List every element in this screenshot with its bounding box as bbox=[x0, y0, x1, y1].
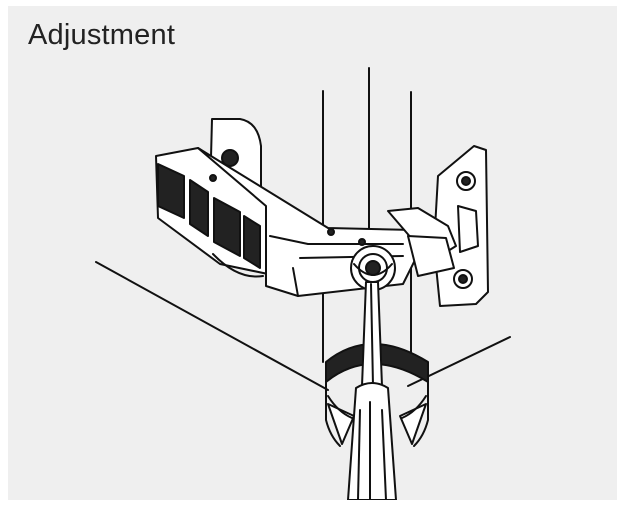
hinge-adjustment-illustration bbox=[95, 67, 511, 500]
figure-title: Adjustment bbox=[28, 19, 176, 51]
hinge-icon bbox=[155, 118, 489, 307]
figure-panel: Adjustment bbox=[8, 6, 617, 500]
screwdriver-icon bbox=[347, 281, 397, 500]
